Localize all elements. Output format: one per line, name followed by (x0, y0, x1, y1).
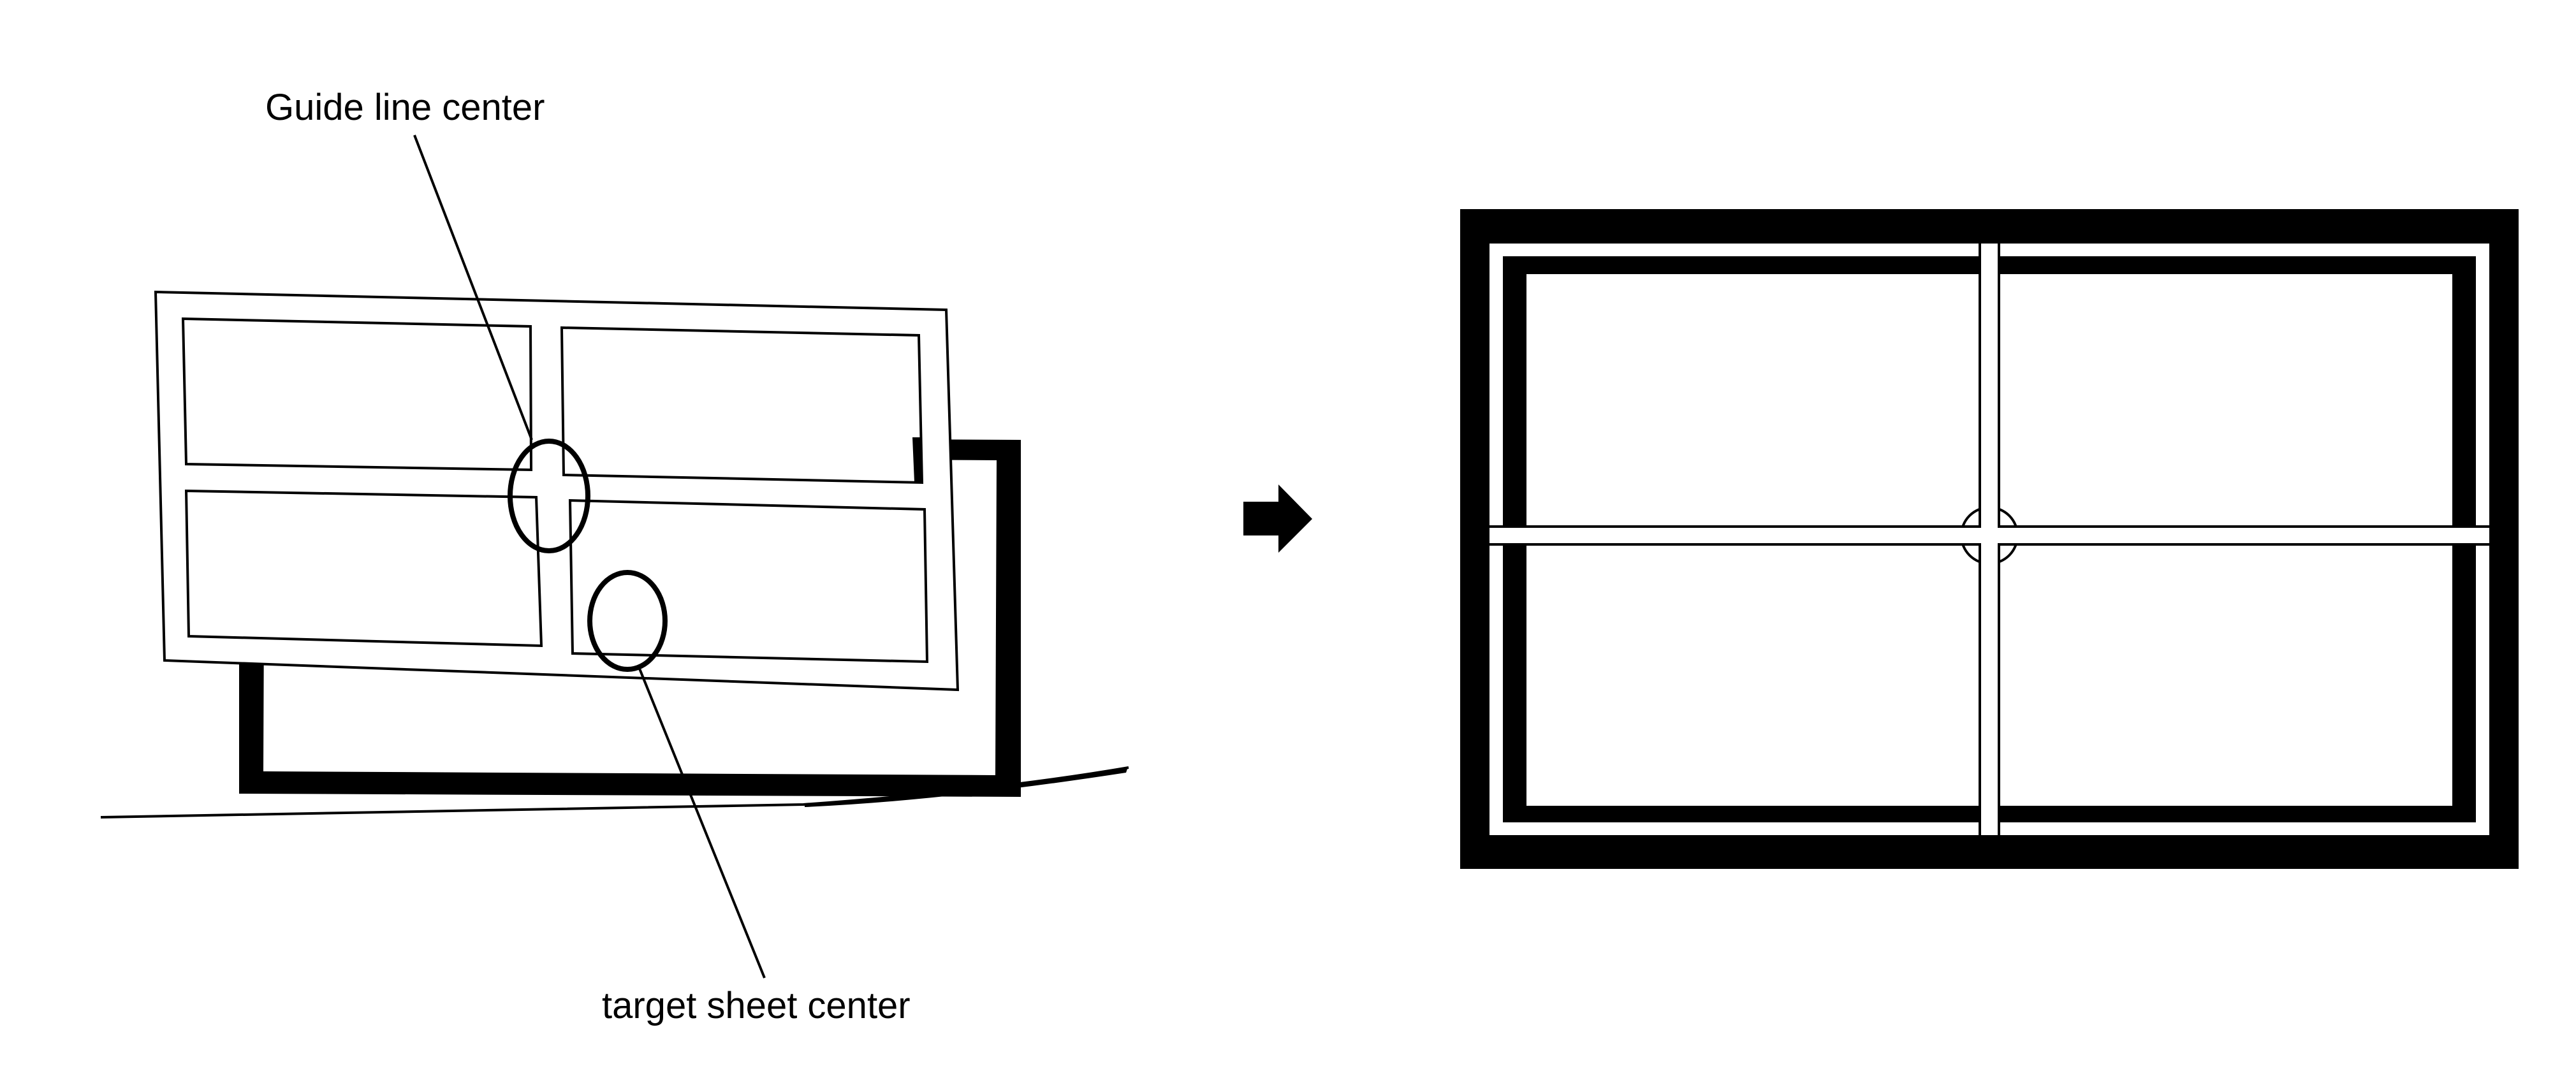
aligned-cell-top-left (1526, 274, 1982, 528)
aligned-view (1460, 209, 2519, 869)
guide-center-ring (508, 439, 590, 553)
aligned-cell-bottom-right (1997, 543, 2452, 806)
guide-line-center-label: Guide line center (265, 87, 545, 128)
surface-shadow (805, 769, 1127, 807)
guide-sheet (154, 290, 960, 692)
guide-center-leader (413, 135, 533, 441)
right-arrow-icon (1243, 484, 1312, 553)
guide-cell-top-left (181, 317, 533, 472)
target-sheet-center-label: target sheet center (602, 985, 911, 1026)
aligned-center-horizontal-mask (1960, 528, 2019, 543)
aligned-cell-top-right (1997, 274, 2452, 528)
target-center-callout (587, 570, 766, 979)
target-sheet-overlap (912, 437, 921, 482)
guide-cell-top-right (560, 326, 924, 484)
guide-center-callout (413, 135, 590, 553)
guide-cell-bottom-left (184, 489, 543, 648)
target-center-ring (587, 570, 668, 672)
aligned-cell-bottom-left (1526, 543, 1982, 806)
guide-cell-bottom-right (568, 499, 929, 664)
target-center-leader (638, 668, 766, 979)
misaligned-view: Guide line center target sheet center (100, 87, 1129, 1026)
